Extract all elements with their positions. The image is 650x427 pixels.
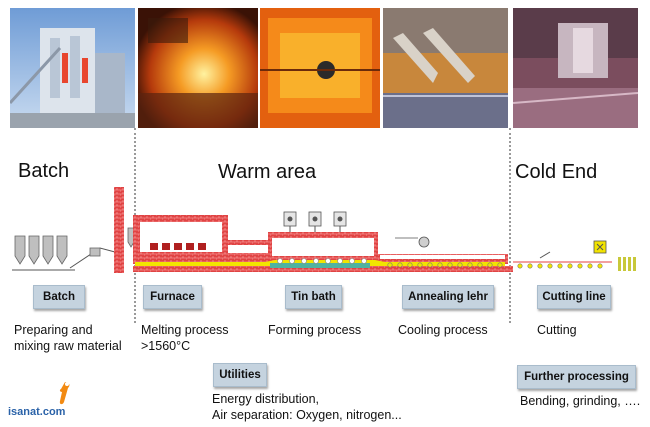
tin-bath-pool [270, 263, 370, 268]
stage-chip-furnace: Furnace [143, 285, 202, 309]
stage-chip-utilities: Utilities [213, 363, 267, 387]
zone-cold-end: Cold End [515, 161, 598, 183]
batch-plant-photo [10, 8, 135, 128]
stage-desc-utilities: Energy distribution,Air separation: Oxyg… [212, 392, 402, 422]
stage-chip-annealing-lehr: Annealing lehr [402, 285, 494, 309]
conveyor-rollers [387, 262, 603, 269]
chimney [114, 187, 124, 273]
stage-chip-cutting-line: Cutting line [537, 285, 611, 309]
stage-desc-further-processing: Bending, grinding, …. [520, 394, 641, 408]
stage-desc-cutting-line: Cutting [537, 323, 577, 337]
annealing-lehr-photo [383, 8, 508, 128]
stage-chip-tin-bath: Tin bath [285, 285, 342, 309]
stage-chip-further-processing: Further processing [517, 365, 636, 389]
burner-ports [150, 243, 206, 250]
logo-text: isanat.com [8, 406, 66, 418]
glass-sheets [618, 257, 636, 271]
zone-batch: Batch [18, 160, 70, 182]
isanat-logo-icon [59, 382, 70, 405]
batch-silos [14, 235, 68, 265]
stage-desc-tin-bath: Forming process [268, 323, 362, 337]
stage-desc-annealing-lehr: Cooling process [398, 323, 488, 337]
divider-warm-cold [509, 128, 511, 323]
float-glass-line-diagram [12, 187, 636, 273]
stage-desc-furnace: Melting process>1560°C [141, 323, 229, 353]
stage-chip-batch: Batch [33, 285, 85, 309]
furnace-photo [138, 8, 258, 128]
cutting-line-photo [513, 8, 638, 128]
zone-warm-area: Warm area [218, 161, 317, 183]
tin-bath-photo [260, 8, 380, 128]
